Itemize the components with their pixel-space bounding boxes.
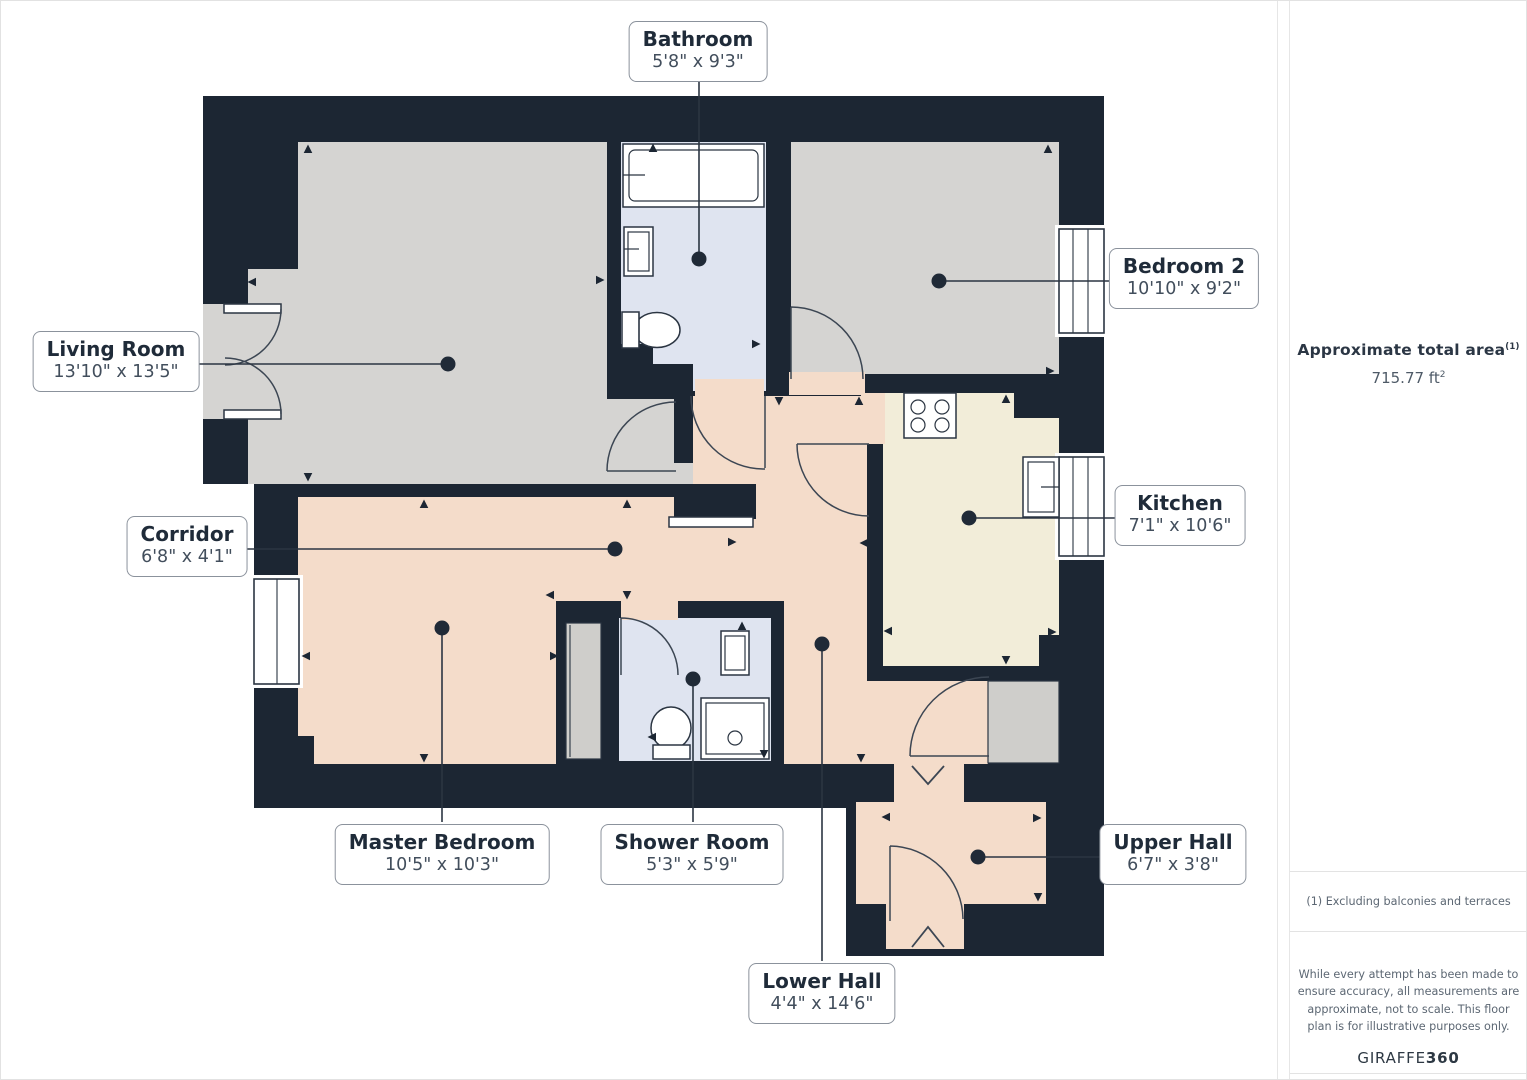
disclaimer-text: While every attempt has been made to ens… <box>1297 968 1520 1034</box>
total-area-value-text: 715.77 ft <box>1371 369 1440 387</box>
room-name: Upper Hall <box>1113 830 1233 854</box>
room-label-living-room: Living Room 13'10" x 13'5" <box>32 331 200 392</box>
total-area-note-ref: (1) <box>1505 341 1520 352</box>
room-label-master-bedroom: Master Bedroom 10'5" x 10'3" <box>334 824 550 885</box>
vestibule-floor <box>691 396 867 497</box>
living-room-floor <box>248 142 676 484</box>
bathroom-door <box>690 395 766 470</box>
total-area-value: 715.77 ft2 <box>1290 369 1526 387</box>
room-name: Master Bedroom <box>348 830 536 854</box>
shower-room-door <box>620 617 679 676</box>
room-name: Bathroom <box>642 27 754 51</box>
stairs-top-floor <box>894 763 964 808</box>
entry-recess <box>203 304 248 419</box>
kitchen-door <box>796 443 870 517</box>
room-dimensions: 4'4" x 14'6" <box>770 994 874 1014</box>
total-area-block: Approximate total area(1) 715.77 ft2 <box>1290 341 1526 387</box>
kitchen-window <box>1058 456 1105 557</box>
hob-icon <box>903 392 957 439</box>
bathroom-toilet-icon <box>633 311 681 349</box>
room-label-shower-room: Shower Room 5'3" x 5'9" <box>600 824 784 885</box>
room-name: Shower Room <box>614 830 770 854</box>
room-name: Lower Hall <box>762 969 882 993</box>
room-dimensions: 5'8" x 9'3" <box>652 52 744 72</box>
room-dimensions: 6'7" x 3'8" <box>1127 855 1219 875</box>
shower-toilet-icon <box>650 706 692 750</box>
fixtures <box>621 143 1060 760</box>
room-dimensions: 6'8" x 4'1" <box>141 547 233 567</box>
master-bedroom-floor <box>298 497 556 764</box>
hall-strip-floor <box>784 601 867 764</box>
total-area-value-sup: 2 <box>1439 370 1446 380</box>
closet-master <box>565 622 602 760</box>
room-label-corridor: Corridor 6'8" x 4'1" <box>126 516 248 577</box>
room-label-lower-hall: Lower Hall 4'4" x 14'6" <box>748 963 896 1024</box>
closet-upper-hall <box>987 680 1060 764</box>
room-label-bathroom: Bathroom 5'8" x 9'3" <box>628 21 768 82</box>
room-label-upper-hall: Upper Hall 6'7" x 3'8" <box>1099 824 1247 885</box>
stairs-bottom-floor <box>886 904 964 949</box>
room-name: Corridor <box>140 522 234 546</box>
footnote-text: (1) Excluding balconies and terraces <box>1306 895 1511 908</box>
living-room-door <box>606 401 677 472</box>
brand-name: GIRAFFE <box>1357 1049 1426 1068</box>
stairs-up-arrow <box>911 925 945 948</box>
kitchen-floor <box>883 393 1059 666</box>
bathroom-sink-icon <box>623 226 654 277</box>
footnote-section: (1) Excluding balconies and terraces <box>1290 871 1526 931</box>
stairs-arrows <box>911 765 945 948</box>
total-area-title: Approximate total area(1) <box>1290 341 1526 359</box>
upper-hall-door <box>909 676 990 757</box>
hall-lower-band-floor <box>867 681 988 764</box>
interior-walls <box>569 142 885 757</box>
entrance-door <box>889 845 964 921</box>
disclaimer-section: While every attempt has been made to ens… <box>1290 931 1526 1074</box>
room-label-bedroom-2: Bedroom 2 10'10" x 9'2" <box>1108 248 1260 309</box>
bedroom-2-floor <box>791 142 1059 374</box>
entry-door-leaf-bottom <box>223 409 282 420</box>
brand-suffix: 360 <box>1425 1049 1460 1068</box>
bedroom-2-door <box>790 306 864 380</box>
room-dimensions: 13'10" x 13'5" <box>53 362 179 382</box>
room-dimensions: 7'1" x 10'6" <box>1128 516 1232 536</box>
room-label-kitchen: Kitchen 7'1" x 10'6" <box>1114 485 1246 546</box>
entry-door-leaf-top <box>223 303 282 314</box>
giraffe360-logo: GIRAFFE360 <box>1290 1049 1526 1068</box>
room-name: Kitchen <box>1137 491 1223 515</box>
room-name: Bedroom 2 <box>1122 254 1246 278</box>
label-leaders <box>193 81 1117 961</box>
room-dimensions: 5'3" x 5'9" <box>646 855 738 875</box>
total-area-title-text: Approximate total area <box>1297 341 1506 359</box>
floor-plan-canvas: Bathroom 5'8" x 9'3" Living Room 13'10" … <box>1 1 1278 1079</box>
floor-plan-svg <box>193 81 1117 961</box>
room-dimensions: 10'10" x 9'2" <box>1126 279 1241 299</box>
doors <box>223 303 990 921</box>
stairs-down-arrow <box>911 765 945 786</box>
room-name: Living Room <box>46 337 186 361</box>
shower-icon <box>700 697 770 760</box>
shower-sink-icon <box>720 630 750 676</box>
sidebar: Approximate total area(1) 715.77 ft2 (1)… <box>1289 1 1526 1079</box>
room-dimensions: 10'5" x 10'3" <box>384 855 499 875</box>
